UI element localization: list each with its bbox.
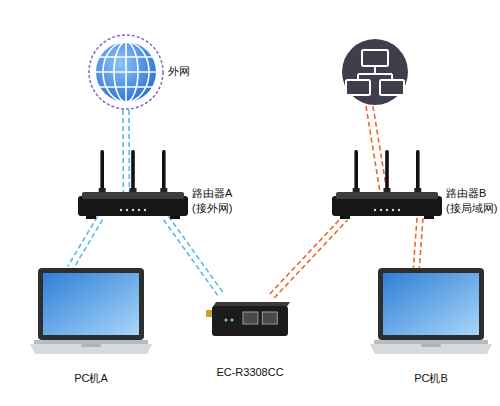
router-antenna: [385, 150, 389, 194]
router-light: [374, 209, 376, 211]
router-top: [82, 192, 184, 199]
globe-sphere: [96, 42, 156, 102]
lan-link: [358, 73, 392, 75]
router-icon: [332, 192, 442, 218]
device-light: [231, 319, 234, 322]
internet-globe: 外网: [88, 34, 164, 110]
lan-client-box: [346, 80, 370, 95]
router-light: [132, 209, 134, 211]
router-light: [386, 209, 388, 211]
node-label: EC-R3308CC: [216, 365, 283, 380]
router: 路由器B (接局域网): [332, 192, 442, 218]
lan-wire: [373, 106, 387, 192]
lan-link: [374, 66, 376, 74]
laptop-notch: [81, 344, 101, 347]
laptop-hinge: [374, 340, 488, 344]
globe-parallel: [96, 71, 156, 73]
lan-icon-circle: [342, 39, 408, 105]
ethernet-port: [243, 312, 258, 324]
laptop-base: [30, 344, 152, 354]
laptop-screen: [43, 273, 139, 335]
network-cable: [68, 216, 103, 269]
router-antenna: [162, 150, 166, 194]
laptop-hinge: [34, 340, 148, 344]
node-label: PC机B: [414, 371, 448, 386]
lan-wire: [366, 106, 380, 192]
laptop-icon: [370, 268, 492, 354]
laptop: PC机B: [370, 268, 492, 354]
lan-wires: [366, 106, 387, 192]
network-cable: [413, 218, 423, 268]
router-foot: [424, 216, 434, 219]
router-antenna: [416, 150, 420, 194]
router-light: [380, 209, 382, 211]
globe-ring: [89, 35, 163, 109]
node-label: PC机A: [74, 371, 108, 386]
laptop: PC机A: [30, 268, 152, 354]
globe-icon: [88, 34, 164, 110]
gateway-device: EC-R3308CC: [206, 296, 294, 338]
router-antenna: [100, 150, 104, 194]
router-foot: [340, 216, 350, 219]
lan-client-box: [380, 80, 404, 95]
device-light: [225, 319, 228, 322]
router-light: [144, 209, 146, 211]
router-light: [120, 209, 122, 211]
router: 路由器A (接外网): [78, 192, 188, 218]
router-icon: [78, 192, 188, 218]
router-foot: [86, 216, 96, 219]
router-light: [398, 209, 400, 211]
router-top: [336, 192, 438, 199]
router-light: [138, 209, 140, 211]
router-foot: [170, 216, 180, 219]
router-antenna: [354, 150, 358, 194]
ec-icon: [206, 296, 294, 338]
globe-parallel: [100, 86, 152, 88]
laptop-bezel: [38, 268, 144, 340]
device-body: [212, 306, 288, 336]
router-antenna: [131, 150, 135, 194]
router-light: [392, 209, 394, 211]
ethernet-port: [262, 312, 277, 324]
node-label: 路由器A (接外网): [192, 186, 248, 216]
laptop-notch: [421, 344, 441, 347]
lan-icon: [342, 39, 408, 105]
laptop-bezel: [378, 268, 484, 340]
node-label: 路由器B (接局域网): [446, 186, 500, 216]
laptop-icon: [30, 268, 152, 354]
network-cable: [123, 110, 129, 192]
router-light: [126, 209, 128, 211]
laptop-base: [370, 344, 492, 354]
node-label: 外网: [168, 64, 190, 79]
globe-parallel: [100, 56, 152, 58]
laptop-screen: [383, 273, 479, 335]
lan-server-box: [362, 50, 388, 66]
network-cable: [270, 216, 348, 298]
network-cable: [164, 216, 225, 297]
